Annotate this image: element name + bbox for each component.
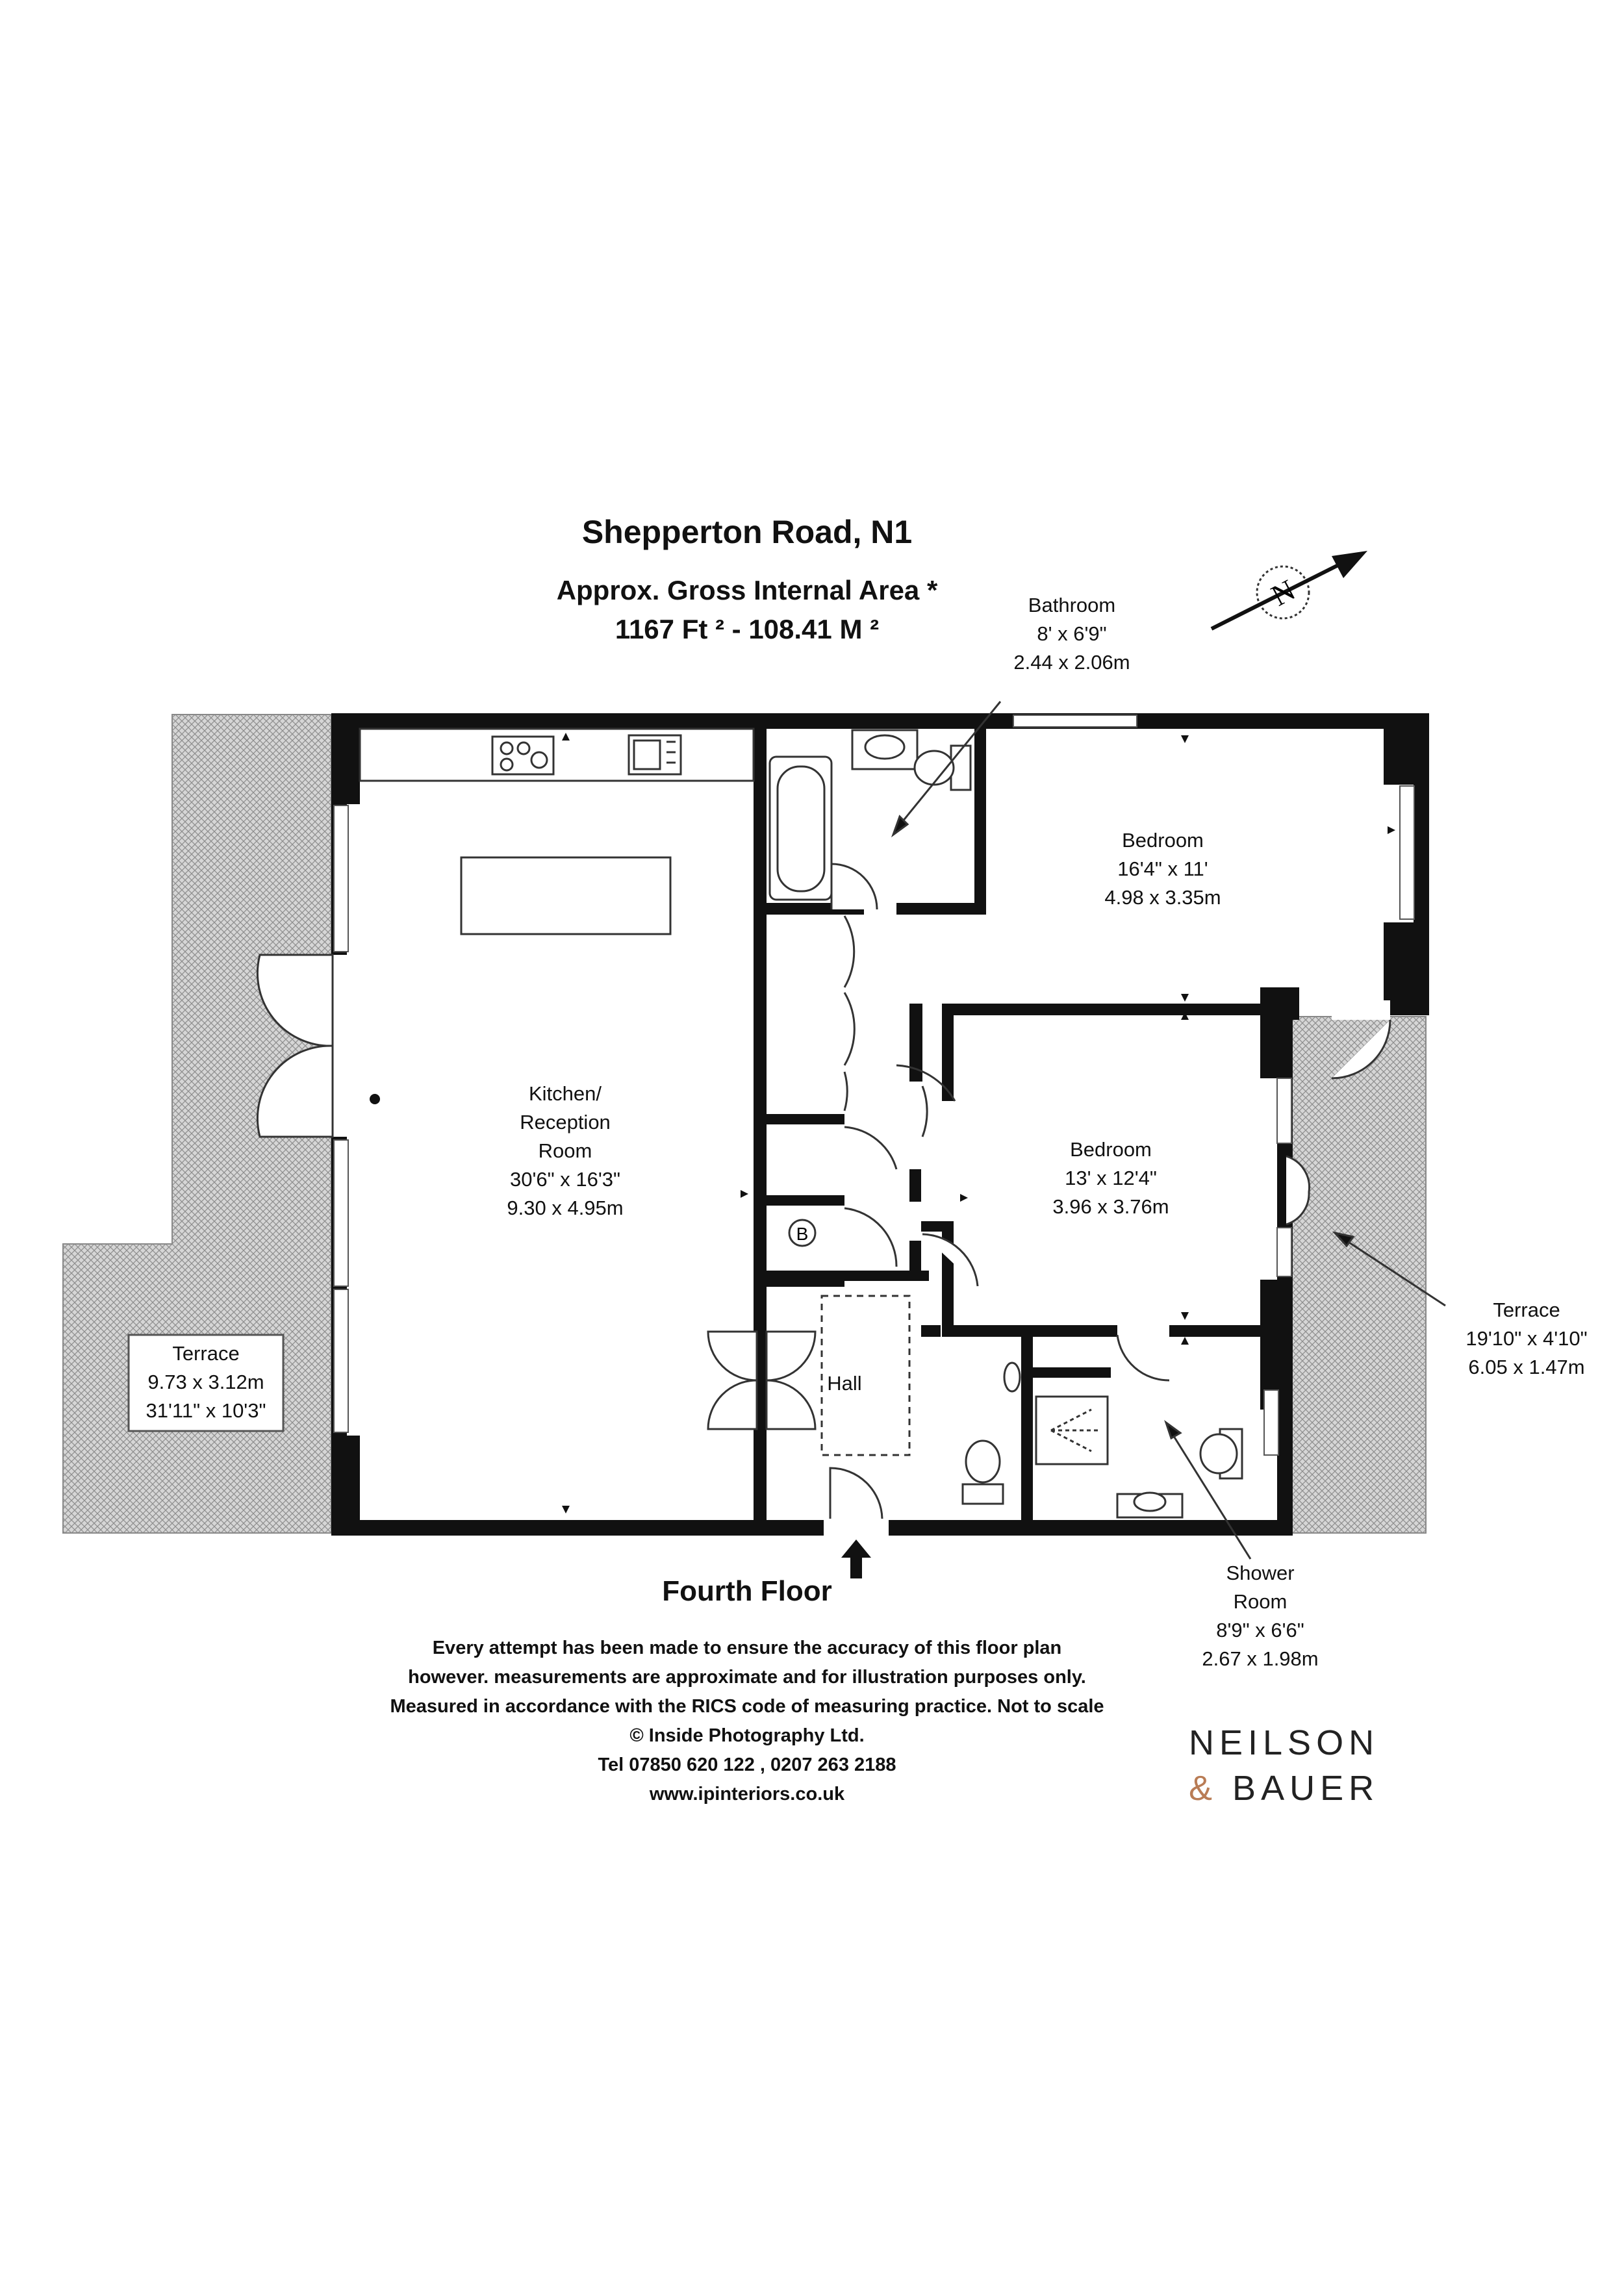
brand-line-2-text: BAUER bbox=[1232, 1769, 1380, 1808]
disclaimer-line: Tel 07850 620 122 , 0207 263 2188 bbox=[598, 1754, 896, 1775]
shower-imperial: 8'9" x 6'6" bbox=[1216, 1619, 1304, 1641]
gross-area-label: Approx. Gross Internal Area * bbox=[556, 575, 938, 605]
terrace-right-metric: 6.05 x 1.47m bbox=[1468, 1356, 1585, 1378]
hob-icon bbox=[491, 735, 555, 776]
shower-name-1: Shower bbox=[1226, 1562, 1295, 1584]
bedroom-2-name: Bedroom bbox=[1070, 1138, 1152, 1161]
terrace-right-area bbox=[1286, 1016, 1427, 1534]
disclaimer-line: however. measurements are approximate an… bbox=[408, 1667, 1086, 1688]
bedroom-2-imperial: 13' x 12'4" bbox=[1065, 1167, 1157, 1189]
disclaimer-line: Measured in accordance with the RICS cod… bbox=[390, 1696, 1104, 1717]
disclaimer-website: www.ipinteriors.co.uk bbox=[649, 1784, 845, 1805]
kitchen-reception-label: Kitchen/ Reception Room 30'6" x 16'3" 9.… bbox=[468, 1080, 663, 1222]
bedroom-1-imperial: 16'4" x 11' bbox=[1117, 857, 1208, 880]
interior-walls bbox=[754, 713, 1277, 1536]
page-title: Shepperton Road, N1 bbox=[581, 514, 913, 550]
brand-logo: NEILSON & BAUER bbox=[1189, 1720, 1462, 1811]
shower-tray-icon bbox=[1035, 1395, 1109, 1465]
floor-label: Fourth Floor bbox=[662, 1575, 832, 1607]
boiler-letter: B bbox=[796, 1224, 809, 1244]
kitchen-metric: 9.30 x 4.95m bbox=[507, 1197, 624, 1219]
kitchen-worktop bbox=[359, 728, 755, 782]
hall-label: Hall bbox=[806, 1369, 883, 1398]
hall-rug bbox=[820, 1295, 911, 1456]
kitchen-island bbox=[460, 856, 672, 935]
disclaimer-line: © Inside Photography Ltd. bbox=[629, 1725, 865, 1746]
boiler-symbol bbox=[788, 1219, 817, 1247]
terrace-right-label: Terrace 19'10" x 4'10" 6.05 x 1.47m bbox=[1439, 1296, 1614, 1382]
bathtub-icon bbox=[768, 755, 833, 901]
bathroom-basin-icon bbox=[851, 729, 919, 770]
bathroom-metric: 2.44 x 2.06m bbox=[1013, 651, 1130, 674]
bedroom-1-name: Bedroom bbox=[1122, 829, 1204, 852]
terrace-left-label-box bbox=[127, 1334, 285, 1432]
terrace-left-metric: 9.73 x 3.12m bbox=[147, 1371, 264, 1393]
dimension-markers bbox=[370, 733, 1395, 1514]
wc-toilet-icon bbox=[961, 1362, 1021, 1505]
brand-line-2: & BAUER bbox=[1189, 1766, 1462, 1811]
brand-ampersand: & bbox=[1189, 1769, 1218, 1808]
shower-room-label: Shower Room 8'9" x 6'6" 2.67 x 1.98m bbox=[1189, 1559, 1332, 1673]
shower-name-2: Room bbox=[1233, 1590, 1288, 1613]
kitchen-name-3: Room bbox=[538, 1139, 592, 1162]
bathroom-imperial: 8' x 6'9" bbox=[1037, 622, 1107, 645]
windows bbox=[333, 715, 1415, 1456]
bathroom-label: Bathroom 8' x 6'9" 2.44 x 2.06m bbox=[981, 591, 1163, 677]
shower-metric: 2.67 x 1.98m bbox=[1202, 1647, 1319, 1670]
kitchen-imperial: 30'6" x 16'3" bbox=[509, 1168, 620, 1191]
terrace-left-name: Terrace bbox=[172, 1342, 240, 1365]
bedroom-1-label: Bedroom 16'4" x 11' 4.98 x 3.35m bbox=[1065, 826, 1260, 912]
disclaimer-line: Every attempt has been made to ensure th… bbox=[432, 1638, 1062, 1658]
disclaimer: Every attempt has been made to ensure th… bbox=[0, 1634, 1494, 1809]
bedroom-2-metric: 3.96 x 3.76m bbox=[1052, 1195, 1169, 1218]
entrance-arrow-icon bbox=[841, 1539, 871, 1578]
shower-toilet-icon bbox=[1199, 1428, 1243, 1480]
terrace-left-imperial: 31'11" x 10'3" bbox=[146, 1399, 266, 1422]
bedroom-1-metric: 4.98 x 3.35m bbox=[1104, 886, 1221, 909]
terrace-right-imperial: 19'10" x 4'10" bbox=[1465, 1327, 1588, 1350]
compass-icon bbox=[1210, 551, 1367, 631]
sink-icon bbox=[628, 734, 682, 776]
gross-area-value: 1167 Ft ² - 108.41 M ² bbox=[615, 614, 880, 644]
brand-line-1: NEILSON bbox=[1189, 1723, 1380, 1762]
terrace-left-label: Terrace 9.73 x 3.12m 31'11" x 10'3" bbox=[129, 1339, 283, 1425]
kitchen-name-2: Reception bbox=[520, 1111, 611, 1134]
leader-lines bbox=[891, 701, 1446, 1560]
hall-name: Hall bbox=[827, 1372, 862, 1395]
bathroom-name: Bathroom bbox=[1028, 594, 1116, 616]
door-openings bbox=[333, 955, 1390, 1537]
kitchen-name-1: Kitchen/ bbox=[528, 1082, 602, 1105]
bedroom-2-label: Bedroom 13' x 12'4" 3.96 x 3.76m bbox=[1013, 1135, 1208, 1221]
door-swings bbox=[256, 863, 1391, 1519]
terrace-right-name: Terrace bbox=[1493, 1298, 1560, 1321]
bathroom-toilet-icon bbox=[913, 744, 972, 791]
shower-basin-icon bbox=[1116, 1491, 1184, 1519]
